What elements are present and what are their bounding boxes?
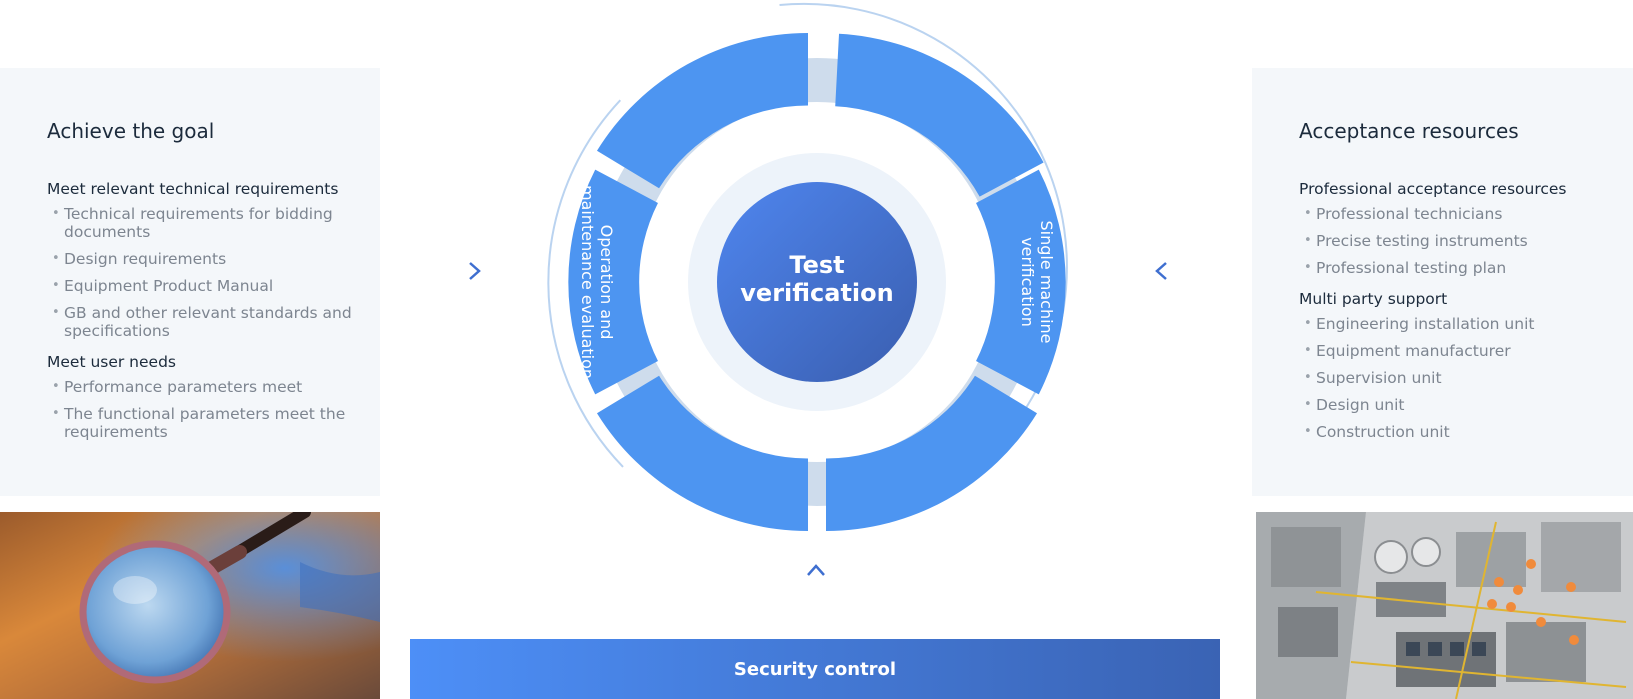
- single-machine-line1: Single machine: [1037, 220, 1056, 343]
- operation-line1: Operation and: [597, 225, 616, 340]
- list-item: Equipment manufacturer: [1299, 342, 1619, 360]
- list-item: Professional technicians: [1299, 205, 1619, 223]
- list-item: Technical requirements for bidding docum…: [47, 205, 367, 241]
- list-item: GB and other relevant standards and spec…: [47, 304, 367, 340]
- segment-design-verification: [835, 33, 1044, 197]
- bullet-list: Technical requirements for bidding docum…: [47, 205, 367, 340]
- bullet-list: Performance parameters meet The function…: [47, 378, 367, 441]
- test-verification-cycle: Test verification Design Verification En…: [527, 0, 1107, 560]
- list-item: Precise testing instruments: [1299, 232, 1619, 250]
- technical-requirements-group: Meet relevant technical requirements Tec…: [47, 180, 367, 340]
- resources-panel-body: Professional acceptance resources Profes…: [1299, 180, 1619, 454]
- arrow-up-icon: [807, 564, 825, 620]
- arrow-right-icon: [425, 262, 481, 280]
- list-item: Design unit: [1299, 396, 1619, 414]
- bullet-list: Engineering installation unit Equipment …: [1299, 315, 1619, 441]
- security-control-bar: Security control: [410, 639, 1220, 699]
- segment-operation-maintenance-evaluation: [568, 169, 658, 395]
- list-item: Supervision unit: [1299, 369, 1619, 387]
- segment-single-machine-verification: [976, 169, 1066, 395]
- segment-label-single-machine-verification: Single machine verification: [1018, 220, 1056, 343]
- list-item: Construction unit: [1299, 423, 1619, 441]
- list-item: Design requirements: [47, 250, 367, 268]
- user-needs-group: Meet user needs Performance parameters m…: [47, 353, 367, 441]
- segment-label-operation-maintenance-evaluation: Operation and maintenance evaluation: [578, 185, 616, 379]
- security-control-label: Security control: [733, 658, 897, 680]
- cycle-diagram-svg: Test verification Design Verification En…: [547, 0, 1068, 560]
- resources-panel: Acceptance resources Professional accept…: [1252, 68, 1633, 496]
- resources-panel-title: Acceptance resources: [1299, 119, 1519, 143]
- list-item: Equipment Product Manual: [47, 277, 367, 295]
- list-item: Professional testing plan: [1299, 259, 1619, 277]
- segment-joint-debugging: [596, 375, 808, 531]
- single-machine-line2: verification: [1018, 237, 1037, 327]
- group-heading: Multi party support: [1299, 290, 1448, 308]
- arrow-left-icon: [1155, 262, 1211, 280]
- bullet-list: Professional technicians Precise testing…: [1299, 205, 1619, 277]
- list-item: The functional parameters meet the requi…: [47, 405, 367, 441]
- goal-panel-body: Meet relevant technical requirements Tec…: [47, 180, 367, 454]
- outer-arc-left: [547, 99, 624, 468]
- goal-panel-title: Achieve the goal: [47, 119, 215, 143]
- center-circle: [717, 182, 917, 382]
- professional-resources-group: Professional acceptance resources Profes…: [1299, 180, 1619, 277]
- segment-engineering-installation: [596, 33, 808, 189]
- list-item: Engineering installation unit: [1299, 315, 1619, 333]
- list-item: Performance parameters meet: [47, 378, 367, 396]
- magnifying-glass-photo: [0, 512, 380, 699]
- group-heading: Meet relevant technical requirements: [47, 180, 339, 198]
- group-heading: Meet user needs: [47, 353, 176, 371]
- multi-party-group: Multi party support Engineering installa…: [1299, 290, 1619, 441]
- facility-3d-photo: [1256, 512, 1633, 699]
- magnifying-glass-icon: [0, 512, 380, 699]
- goal-panel: Achieve the goal Meet relevant technical…: [0, 68, 380, 496]
- group-heading: Professional acceptance resources: [1299, 180, 1567, 198]
- segment-single-system-verification: [826, 375, 1038, 531]
- center-title-line2: verification: [740, 279, 893, 307]
- operation-line2: maintenance evaluation: [578, 185, 597, 379]
- center-title-line1: Test: [789, 251, 844, 279]
- facility-model-icon: [1256, 512, 1633, 699]
